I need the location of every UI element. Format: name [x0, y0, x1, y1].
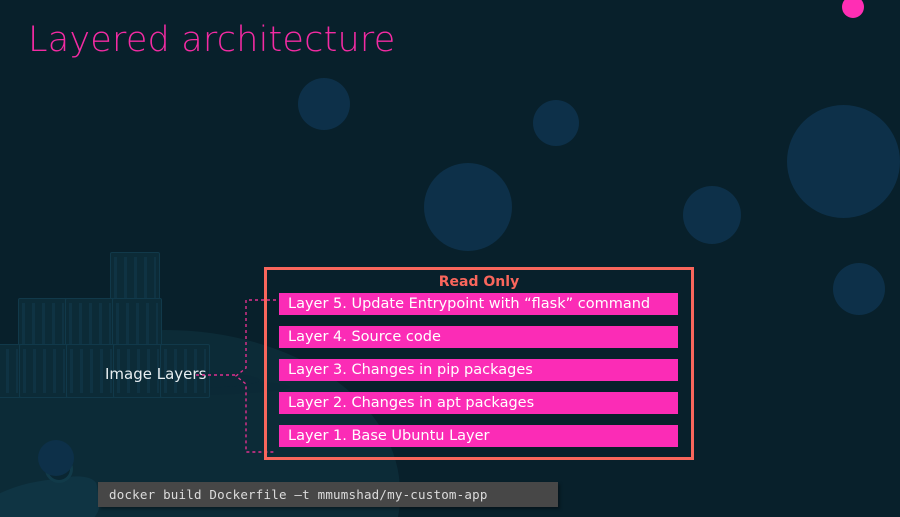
decor-circle	[424, 163, 512, 251]
whale-eye-icon	[45, 455, 73, 483]
layer-bar-4[interactable]: Layer 4. Source code	[279, 326, 678, 348]
layer-bar-5[interactable]: Layer 5. Update Entrypoint with “flask” …	[279, 293, 678, 315]
container-crate-icon	[112, 298, 162, 352]
layer-label: Layer 3. Changes in pip packages	[288, 361, 533, 378]
layer-label: Layer 5. Update Entrypoint with “flask” …	[288, 295, 651, 312]
decor-circle	[833, 263, 885, 315]
layer-bar-1[interactable]: Layer 1. Base Ubuntu Layer	[279, 425, 678, 447]
whale-fin-icon	[0, 473, 104, 517]
container-crate-icon	[18, 298, 68, 352]
read-only-frame	[264, 267, 694, 460]
container-crate-icon	[110, 252, 160, 306]
read-only-label: Read Only	[438, 274, 520, 290]
image-layer-stack: Layer 5. Update Entrypoint with “flask” …	[279, 293, 678, 447]
accent-dot	[842, 0, 864, 18]
container-crate-icon	[19, 344, 69, 398]
decor-circle	[683, 186, 741, 244]
image-layers-label: Image Layers	[105, 365, 207, 383]
decor-circle	[787, 105, 900, 218]
layer-bar-3[interactable]: Layer 3. Changes in pip packages	[279, 359, 678, 381]
docker-build-command-bar[interactable]: docker build Dockerfile –t mmumshad/my-c…	[98, 482, 558, 507]
command-text: docker build Dockerfile –t mmumshad/my-c…	[109, 487, 488, 502]
decor-circle	[533, 100, 579, 146]
layer-label: Layer 1. Base Ubuntu Layer	[288, 427, 490, 444]
page-title: Layered architecture	[28, 20, 396, 60]
layer-label: Layer 4. Source code	[288, 328, 441, 345]
layer-label: Layer 2. Changes in apt packages	[288, 394, 535, 411]
decor-circle	[298, 78, 350, 130]
container-crate-icon	[0, 344, 22, 398]
container-crate-icon	[65, 298, 115, 352]
decor-circle	[38, 440, 74, 476]
layer-bar-2[interactable]: Layer 2. Changes in apt packages	[279, 392, 678, 414]
